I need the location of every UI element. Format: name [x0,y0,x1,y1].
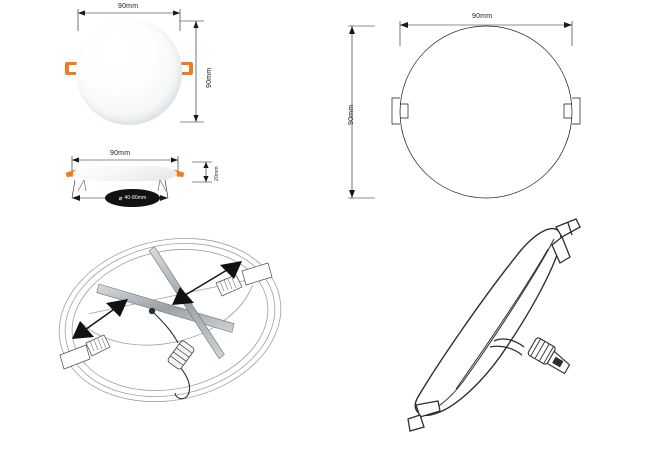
front-height-dimension-label: 90mm [206,67,213,88]
side-dimension-lines [71,156,212,201]
wireframe-height-dimension-label: 90mm [348,104,355,125]
view-perspective-edge [390,205,620,445]
front-width-dimension-label: 90mm [118,3,139,10]
cutout-symbol: ⌀ [118,195,123,202]
install-back-geometry [58,237,282,403]
wireframe-width-dimension-label: 90mm [472,13,493,20]
wireframe-top-geometry [348,21,581,199]
cutout-size-label: 40-80mm [124,195,147,201]
view-front-face: 90mm 90mm [0,0,330,145]
perspective-edge-geometry [407,218,581,432]
cutout-size-badge: ⌀ 40-80mm [105,189,160,207]
lamp-profile-body [73,166,177,181]
front-dimension-lines [77,9,204,123]
profile-mounting-legs [77,179,167,192]
wire-terminal-dot [148,307,156,315]
view-wireframe-top: 90mm 90mm [330,0,651,210]
side-width-dimension-label: 90mm [110,150,131,157]
spring-clip-left-notch [69,65,78,72]
spring-clip-right-notch [180,65,189,72]
view-install-back [20,225,330,415]
lamp-diffuser-face [76,19,182,125]
view-side-profile: 90mm 20mm ⌀ 40-80mm [0,145,330,225]
